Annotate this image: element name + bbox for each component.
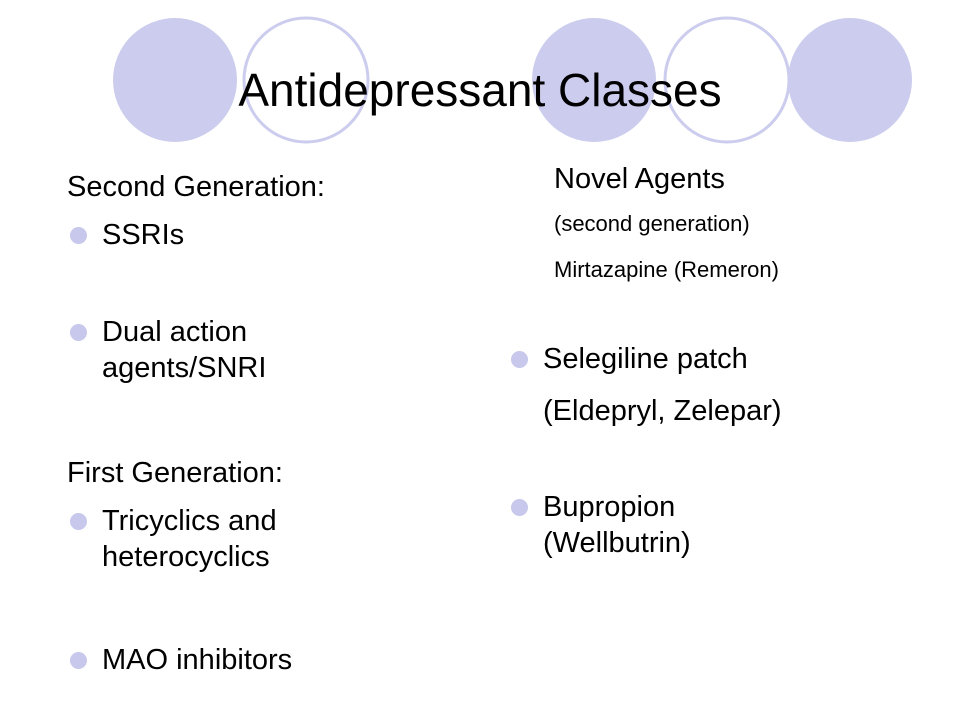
list-item-tricyclics-line2: heterocyclics [102, 541, 270, 573]
list-item-dual-action-line2: agents/SNRI [102, 352, 267, 384]
bullet-icon [511, 499, 528, 516]
list-item-bupropion-line2: (Wellbutrin) [543, 527, 691, 559]
list-item-mao-inhibitors-label: MAO inhibitors [102, 644, 293, 676]
bullet-icon [511, 351, 528, 368]
bullet-icon [70, 227, 87, 244]
circle-filled-3 [788, 18, 912, 142]
decorative-circles [113, 16, 912, 144]
novel-agents-heading: Novel Agents [554, 163, 725, 195]
first-generation-heading: First Generation: [67, 457, 283, 489]
slide-title: Antidepressant Classes [238, 64, 722, 116]
mirtazapine-text: Mirtazapine (Remeron) [554, 257, 779, 282]
list-item-tricyclics-line1: Tricyclics and [102, 505, 277, 537]
selegiline-brands: (Eldepryl, Zelepar) [543, 395, 782, 427]
circle-outline-1 [242, 16, 370, 144]
list-item-ssris-label: SSRIs [102, 219, 185, 251]
bullet-icon [70, 652, 87, 669]
circle-filled-1 [113, 18, 237, 142]
bullet-icon [70, 513, 87, 530]
list-item-selegiline-label: Selegiline patch [543, 343, 748, 375]
second-generation-heading: Second Generation: [67, 171, 325, 203]
list-item-bupropion-line1: Bupropion [543, 491, 676, 523]
novel-agents-subheading: (second generation) [554, 211, 750, 236]
list-item-dual-action-line1: Dual action [102, 316, 248, 348]
circle-filled-2 [532, 18, 656, 142]
bullet-icon [70, 324, 87, 341]
